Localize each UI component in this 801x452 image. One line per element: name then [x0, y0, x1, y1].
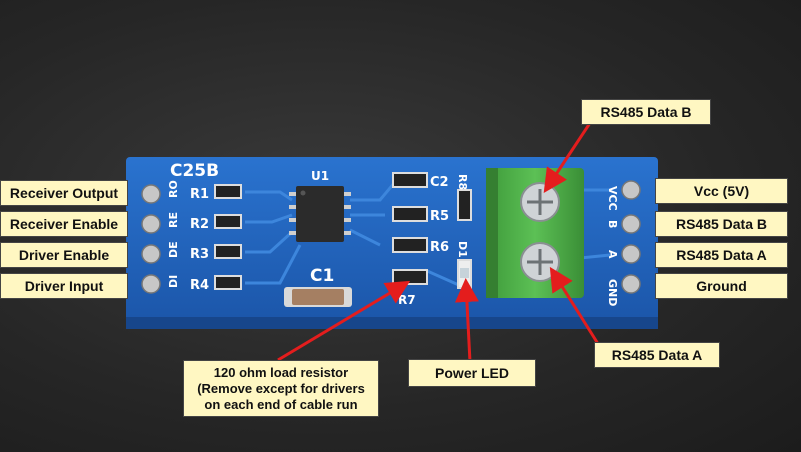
pin-di: DI	[167, 275, 180, 288]
label-vcc: Vcc (5V)	[655, 178, 788, 204]
annotation-arrows	[277, 122, 602, 363]
label-data-b-right: RS485 Data B	[655, 211, 788, 237]
smd-resistors-left	[214, 184, 242, 290]
load-resistor-line3: on each end of cable run	[204, 396, 358, 412]
load-resistor-line1: 120 ohm load resistor	[213, 364, 349, 380]
label-driver-input: Driver Input	[0, 273, 128, 299]
pin-vcc: VCC	[606, 186, 619, 211]
r4-label: R4	[190, 278, 209, 293]
r6-label: R6	[430, 240, 449, 255]
label-ground: Ground	[655, 273, 788, 299]
c1-capacitor	[284, 287, 352, 307]
r7-label: R7	[398, 293, 416, 307]
u1-label: U1	[311, 169, 329, 183]
screw-terminal	[486, 168, 584, 298]
label-driver-enable: Driver Enable	[0, 242, 128, 268]
pin-re: RE	[167, 212, 180, 228]
pin-gnd: GND	[606, 279, 619, 306]
u1-chip	[289, 186, 351, 242]
label-data-a-bottom: RS485 Data A	[594, 342, 720, 368]
label-data-a-right: RS485 Data A	[655, 242, 788, 268]
c2-label: C2	[430, 175, 449, 190]
label-receiver-output: Receiver Output	[0, 180, 128, 206]
r3-label: R3	[190, 247, 209, 262]
pin-b: B	[606, 220, 619, 228]
left-header-pins	[141, 184, 161, 294]
r2-label: R2	[190, 217, 209, 232]
pin-ro: RO	[167, 180, 180, 198]
right-header-pins	[621, 180, 641, 294]
pin-de: DE	[167, 241, 180, 258]
label-load-resistor: 120 ohm load resistor (Remove except for…	[183, 360, 379, 417]
d1-label: D1	[456, 241, 469, 258]
r8-label: R8	[456, 174, 469, 190]
pin-a: A	[606, 250, 619, 259]
label-data-b-top: RS485 Data B	[581, 99, 711, 125]
label-power-led: Power LED	[408, 359, 536, 387]
r5-label: R5	[430, 209, 449, 224]
c1-label: C1	[310, 266, 334, 286]
load-resistor-line2: (Remove except for drivers	[197, 380, 365, 396]
board-name: C25B	[170, 161, 219, 181]
r1-label: R1	[190, 187, 209, 202]
label-receiver-enable: Receiver Enable	[0, 211, 128, 237]
